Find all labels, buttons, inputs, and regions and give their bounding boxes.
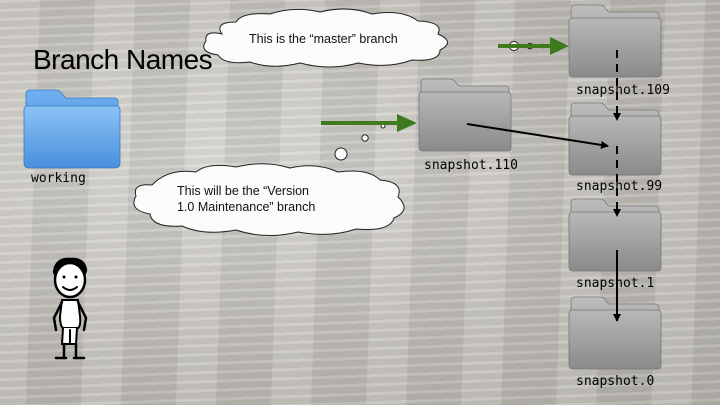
snapshot-1-label: snapshot.1 xyxy=(576,276,655,291)
stick-figure xyxy=(52,257,88,360)
working-label: working xyxy=(31,171,86,186)
working-folder-icon xyxy=(23,89,121,169)
maintenance-green-arrow xyxy=(321,114,417,132)
snapshot-109-label: snapshot.109 xyxy=(576,83,670,98)
master-callout-cloud xyxy=(203,8,546,68)
maintenance-callout-cloud xyxy=(133,123,405,236)
snapshot-110-label: snapshot.110 xyxy=(424,158,518,173)
maintenance-callout-line1: This will be the “Version xyxy=(177,184,310,198)
master-green-arrow xyxy=(498,37,569,55)
snapshot-0-label: snapshot.0 xyxy=(576,374,655,389)
master-callout-text: This is the “master” branch xyxy=(249,32,398,46)
maintenance-callout-line2: 1.0 Maintenance” branch xyxy=(177,199,316,214)
snapshot-99-label: snapshot.99 xyxy=(576,179,663,194)
maintenance-callout-text: This will be the “Version 1.0 Maintenanc… xyxy=(177,184,315,215)
parent-arrows xyxy=(466,50,621,322)
slide-title: Branch Names xyxy=(33,44,213,75)
